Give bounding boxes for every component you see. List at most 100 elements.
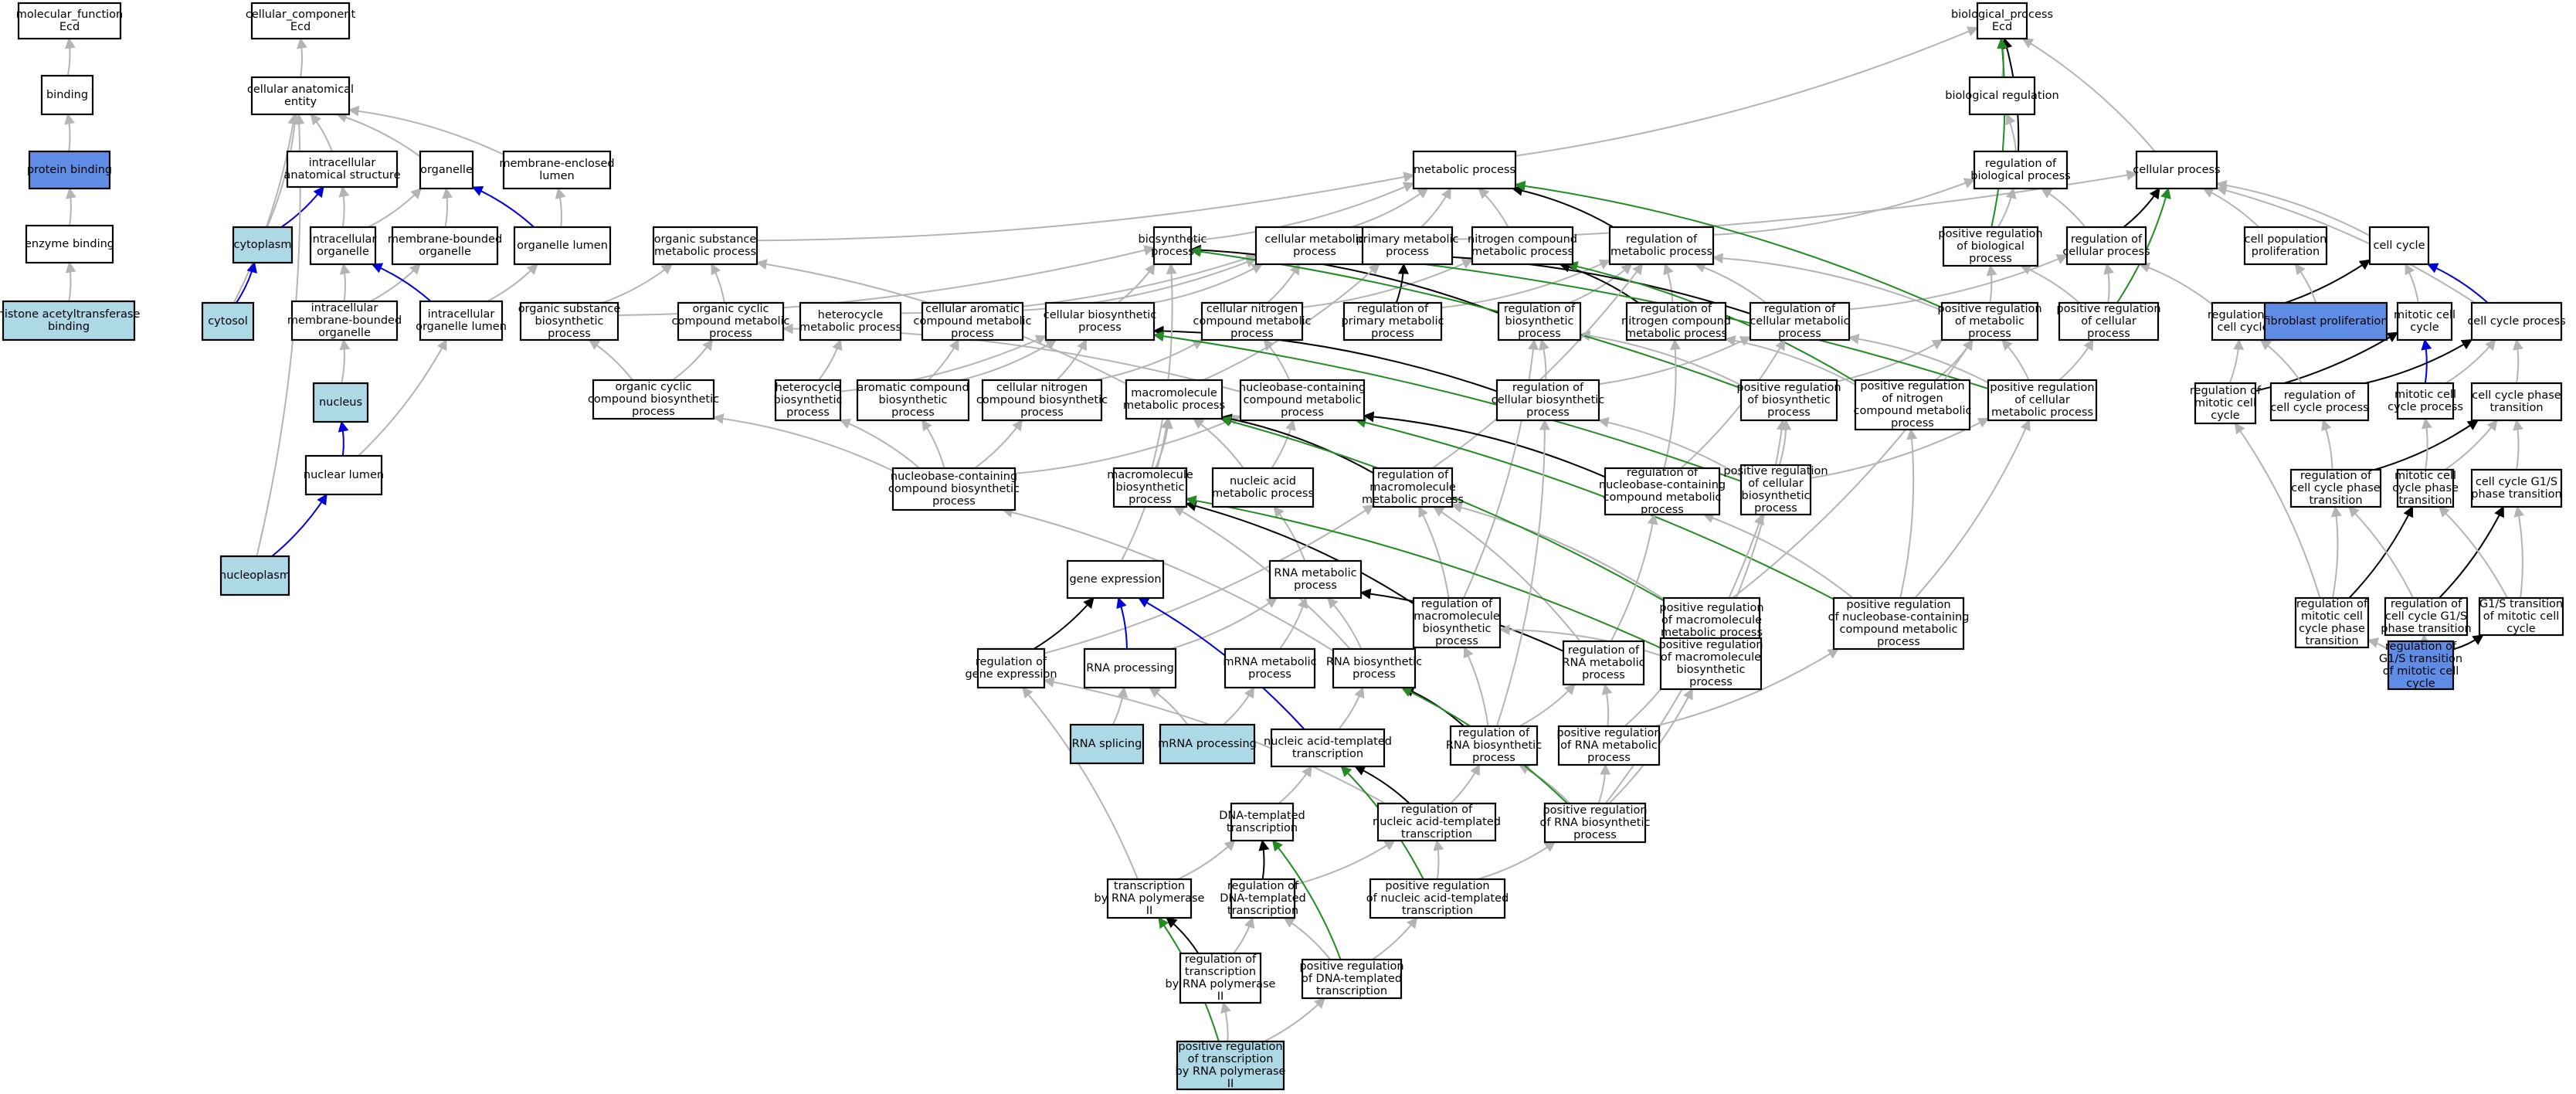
node-cp[interactable]: cellular process: [2133, 150, 2221, 190]
node-rnbccmp[interactable]: regulation ofnucleobase-containingcompou…: [1599, 467, 1726, 516]
node-cytoplasm[interactable]: cytoplasm: [232, 226, 294, 264]
node-ol[interactable]: organelle lumen: [513, 226, 612, 266]
node-binding[interactable]: binding: [40, 74, 94, 116]
node-mp[interactable]: metabolic process: [1412, 150, 1517, 190]
node-nl[interactable]: nuclear lumen: [304, 454, 384, 496]
node-rmabp[interactable]: regulation ofmacromoleculebiosyntheticpr…: [1412, 596, 1502, 649]
node-fp[interactable]: fibroblast proliferation: [2263, 301, 2388, 341]
node-ge[interactable]: gene expression: [1066, 559, 1165, 600]
node-cc-cycle[interactable]: cell cycle: [2368, 226, 2430, 266]
node-ccp[interactable]: cell cycle process: [2467, 301, 2566, 341]
node-mrnaproc[interactable]: mRNA processing: [1158, 723, 1257, 765]
node-nucleus[interactable]: nucleus: [312, 382, 369, 423]
node-nucleoplasm[interactable]: nucleoplasm: [219, 555, 290, 596]
node-breg[interactable]: biological regulation: [1945, 76, 2059, 116]
node-rnasplicing[interactable]: RNA splicing: [1069, 723, 1145, 765]
node-protein-binding[interactable]: protein binding: [27, 150, 112, 190]
node-rnaproc[interactable]: RNA processing: [1083, 647, 1177, 689]
node-cytosol[interactable]: cytosol: [201, 301, 255, 341]
node-enzyme-binding[interactable]: enzyme binding: [25, 224, 114, 264]
